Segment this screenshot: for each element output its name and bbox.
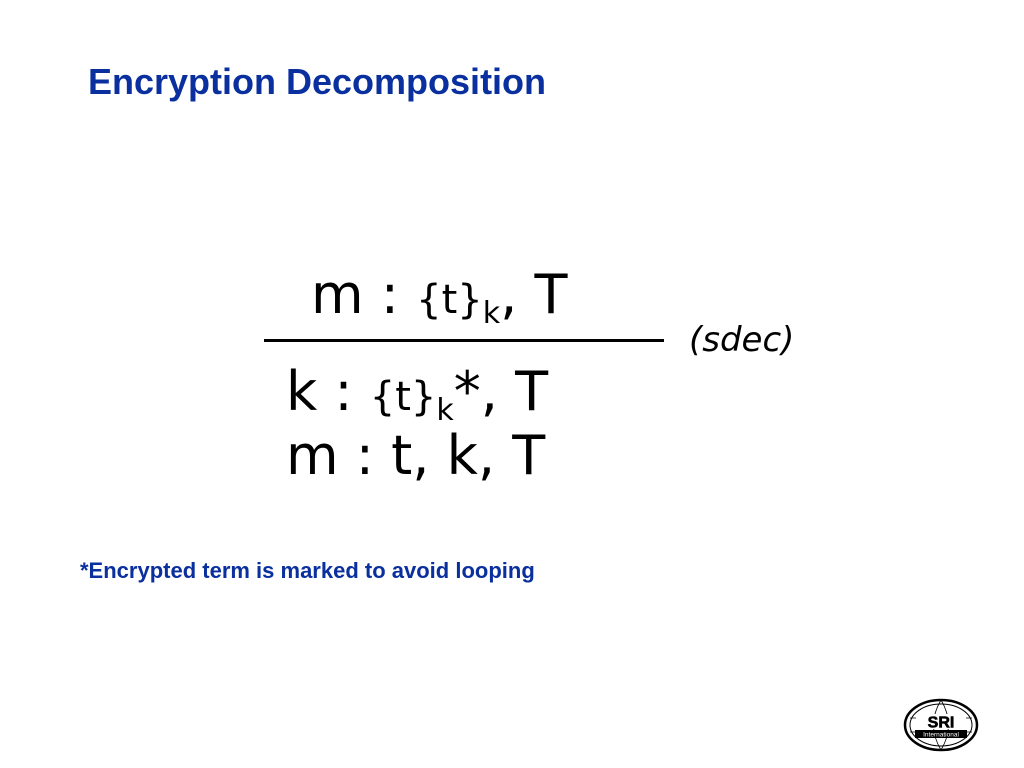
conclusion-1-encrypted-term: {t} <box>369 374 437 420</box>
logo-subtext: International <box>923 732 959 739</box>
conclusion-1-lhs: k : <box>286 360 370 423</box>
rule-premise: m : {t}k, T <box>311 262 567 333</box>
rule-conclusion-1: k : {t}k*, T <box>286 360 548 429</box>
rule-conclusion-2: m : t, k, T <box>286 424 546 487</box>
slide-title: Encryption Decomposition <box>88 61 547 102</box>
premise-lhs: m : <box>311 263 417 326</box>
inference-line <box>264 339 664 342</box>
conclusion-1-key-subscript: k <box>436 393 454 428</box>
premise-key-subscript: k <box>482 296 501 331</box>
logo-text: SRI <box>928 715 955 732</box>
premise-rest: , T <box>500 263 568 326</box>
conclusion-1-rest: *, T <box>453 360 549 423</box>
sri-international-logo-icon: SRI International <box>903 698 979 752</box>
footnote: *Encrypted term is marked to avoid loopi… <box>80 558 535 583</box>
premise-encrypted-term: {t} <box>416 277 483 323</box>
rule-name: (sdec) <box>689 320 795 360</box>
